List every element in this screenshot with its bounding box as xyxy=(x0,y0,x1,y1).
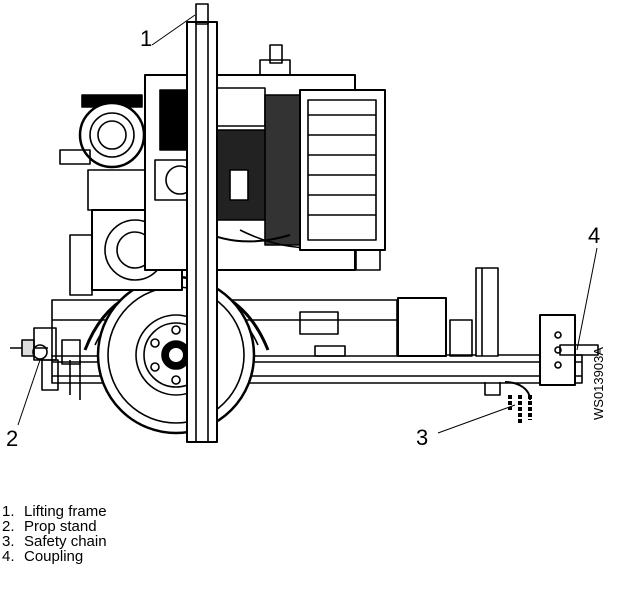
radiator xyxy=(299,89,386,271)
legend-label: Lifting frame xyxy=(24,503,107,520)
battery-box xyxy=(397,267,499,357)
pump-housing xyxy=(59,94,183,296)
callout-leaders xyxy=(17,14,598,434)
legend-number: 4. xyxy=(2,548,15,565)
legend-item: 4. Coupling xyxy=(2,549,107,564)
pump-trailer-drawing xyxy=(10,3,599,443)
callout-1: 1 xyxy=(140,26,153,51)
legend-number: 3. xyxy=(2,533,15,550)
callout-2: 2 xyxy=(6,426,19,451)
prop-stand xyxy=(10,327,81,400)
legend-item: 3. Safety chain xyxy=(2,534,107,549)
lifting-frame xyxy=(186,3,218,443)
safety-chain xyxy=(484,381,532,425)
legend-item: 1. Lifting frame xyxy=(2,504,107,519)
callout-4: 4 xyxy=(588,223,601,248)
legend-label: Coupling xyxy=(24,548,84,565)
legend-number: 2. xyxy=(2,518,15,535)
coupling xyxy=(539,314,599,386)
callout-3: 3 xyxy=(416,425,429,450)
document-id: WS013903A xyxy=(591,347,606,420)
legend-label: Prop stand xyxy=(24,518,97,535)
legend-number: 1. xyxy=(2,503,15,520)
legend: 1. Lifting frame 2. Prop stand 3. Safety ch… xyxy=(2,504,107,564)
legend-item: 2. Prop stand xyxy=(2,519,107,534)
legend-label: Safety chain xyxy=(24,533,107,550)
